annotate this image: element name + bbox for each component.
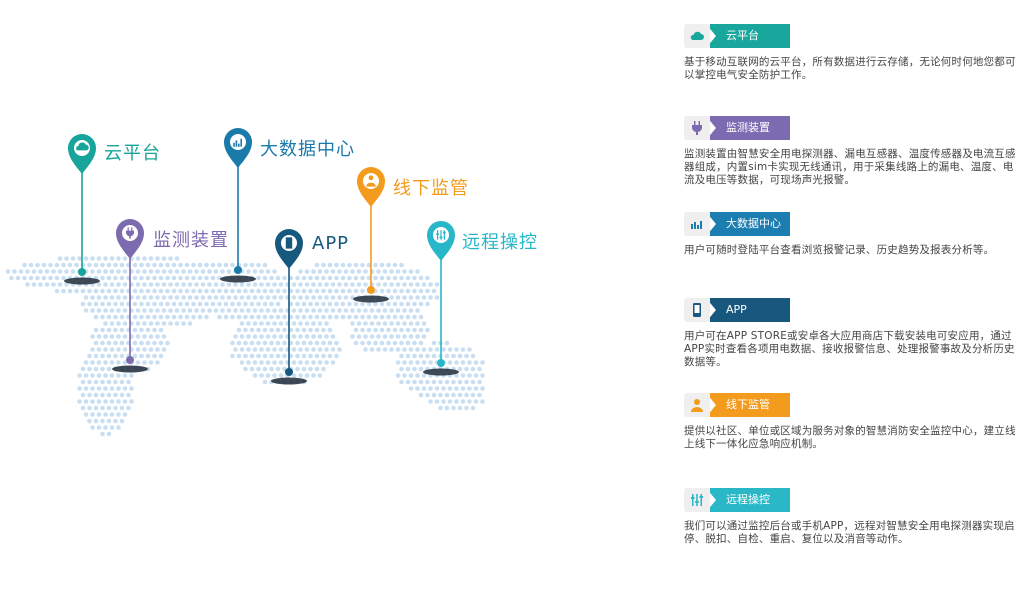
feature-title: 远程操控 [706, 488, 790, 512]
feature-description: 用户可在APP STORE或安卓各大应用商店下载安装电可安应用，通过APP实时查… [684, 330, 1015, 368]
feature-cloud-platform: 云平台 基于移动互联网的云平台，所有数据进行云存储，无论何时何地您都可以掌控电气… [684, 24, 1018, 82]
sliders-icon [684, 488, 710, 512]
pin-label-big-data-center: 大数据中心 [260, 139, 355, 160]
feature-tag: APP [684, 298, 1018, 322]
chart-icon [684, 212, 710, 236]
feature-big-data-center: 大数据中心 用户可随时登陆平台查看浏览报警记录、历史趋势及报表分析等。 [684, 212, 1018, 257]
phone-icon [285, 237, 293, 249]
feature-title: 云平台 [706, 24, 790, 48]
phone-icon [684, 298, 710, 322]
map-pin-monitor [112, 219, 148, 373]
feature-title: APP [706, 298, 790, 322]
feature-tag: 云平台 [684, 24, 1018, 48]
map-pin-app [271, 229, 307, 385]
feature-description: 基于移动互联网的云平台，所有数据进行云存储，无论何时何地您都可以掌控电气安全防护… [684, 56, 1016, 81]
map-pin-cloud [64, 134, 100, 285]
feature-description: 监测装置由智慧安全用电探测器、漏电互感器、温度传感器及电流互感器组成，内置sim… [684, 148, 1016, 186]
feature-monitoring-device: 监测装置 监测装置由智慧安全用电探测器、漏电互感器、温度传感器及电流互感器组成，… [684, 116, 1018, 187]
plug-icon [684, 116, 710, 140]
plug-icon [126, 227, 134, 239]
dotted-world-map [5, 128, 485, 437]
pin-label-app: APP [312, 233, 350, 254]
pin-label-monitoring-device: 监测装置 [153, 230, 229, 251]
sliders-icon [436, 230, 446, 240]
feature-remote-control: 远程操控 我们可以通过监控后台或手机APP，远程对智慧安全用电探测器实现启停、脱… [684, 488, 1018, 546]
map-pin-bigdata [220, 128, 256, 283]
map-pin-remote [423, 220, 459, 376]
pin-label-remote-control: 远程操控 [462, 232, 538, 253]
map-pin-offline [353, 167, 389, 303]
world-map-diagram [5, 128, 485, 437]
feature-title: 线下监管 [706, 393, 790, 417]
feature-description: 我们可以通过监控后台或手机APP，远程对智慧安全用电探测器实现启停、脱扣、自检、… [684, 520, 1015, 545]
cloud-icon [76, 142, 89, 151]
feature-tag: 线下监管 [684, 393, 1018, 417]
feature-app: APP 用户可在APP STORE或安卓各大应用商店下载安装电可安应用，通过AP… [684, 298, 1018, 369]
feature-offline-supervision: 线下监管 提供以社区、单位或区域为服务对象的智慧消防安全监控中心，建立线上线下一… [684, 393, 1018, 451]
chart-icon [233, 138, 242, 147]
person-icon [684, 393, 710, 417]
feature-description: 提供以社区、单位或区域为服务对象的智慧消防安全监控中心，建立线上线下一体化应急响… [684, 425, 1016, 450]
person-icon [366, 175, 376, 187]
feature-tag: 监测装置 [684, 116, 1018, 140]
cloud-icon [684, 24, 710, 48]
pin-label-cloud-platform: 云平台 [104, 143, 161, 164]
feature-description: 用户可随时登陆平台查看浏览报警记录、历史趋势及报表分析等。 [684, 244, 995, 256]
feature-title: 监测装置 [706, 116, 790, 140]
feature-tag: 远程操控 [684, 488, 1018, 512]
pin-label-offline-supervision: 线下监管 [393, 178, 469, 199]
feature-title: 大数据中心 [706, 212, 790, 236]
feature-tag: 大数据中心 [684, 212, 1018, 236]
